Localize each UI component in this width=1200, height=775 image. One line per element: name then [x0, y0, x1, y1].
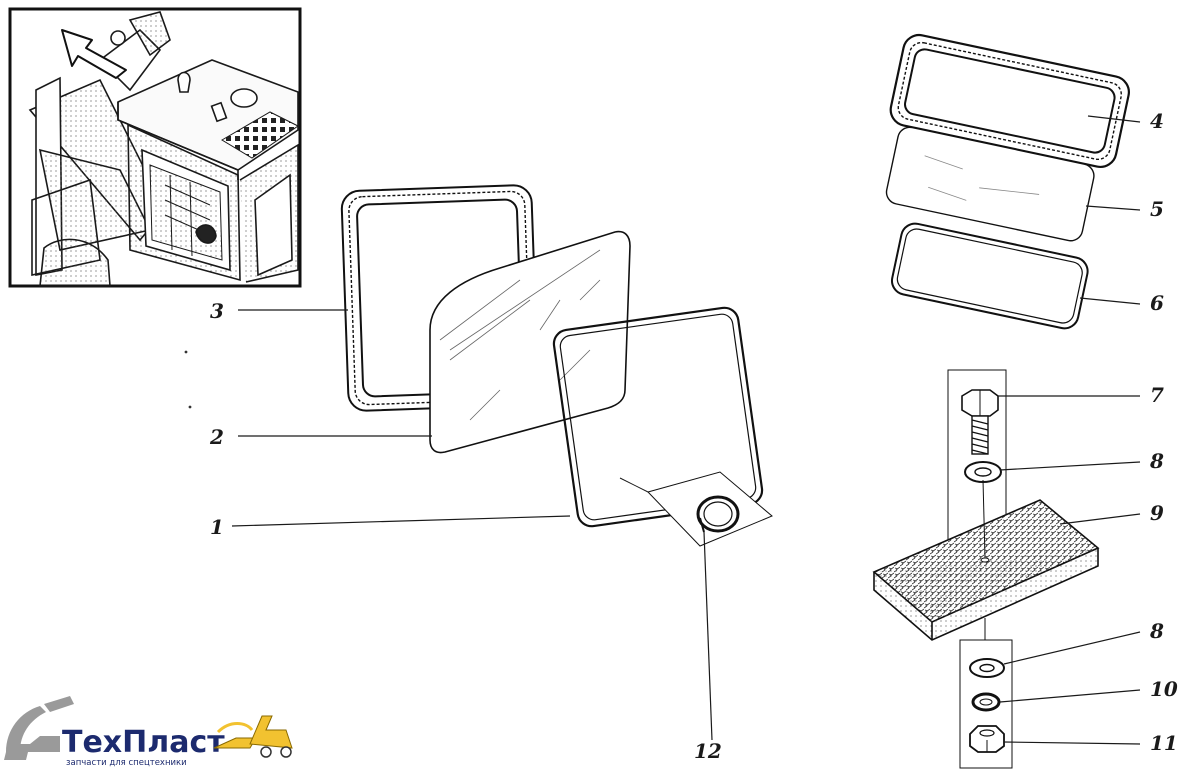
- fastener-detail-panel-bottom: [959, 618, 1013, 769]
- callout-7: 7: [1150, 383, 1164, 407]
- callout-3: 3: [210, 299, 224, 323]
- part-4-frame: [889, 33, 1130, 169]
- callout-4: 4: [1150, 109, 1164, 133]
- callout-labels: 3 2 1 4 5 6 7 8 9 8 10 11 12: [209, 109, 1178, 763]
- callout-11: 11: [1150, 731, 1178, 755]
- part-8-washer-top: [964, 461, 1002, 483]
- brand-name: ТехПласт: [62, 725, 225, 760]
- brand-logo: ТехПласт запчасти для спецтехники: [4, 696, 293, 768]
- excavator-left-icon: [4, 696, 74, 760]
- part-7-bolt: [961, 389, 999, 455]
- location-inset: [8, 7, 302, 288]
- location-arrow-icon: [61, 29, 127, 79]
- brand-tagline: запчасти для спецтехники: [66, 758, 187, 768]
- part-2-glass: [429, 230, 631, 454]
- callout-2: 2: [209, 425, 224, 449]
- callout-5: 5: [1150, 197, 1164, 221]
- part-5-glass-pane: [885, 126, 1095, 242]
- part-9-mat: [872, 479, 1100, 641]
- excavator-right-icon: [213, 715, 293, 758]
- callout-9: 9: [1150, 501, 1164, 525]
- callout-10: 10: [1150, 677, 1178, 701]
- part-8-washer-bottom: [969, 658, 1005, 678]
- callout-6: 6: [1150, 291, 1164, 315]
- leader-lines: [231, 115, 1141, 745]
- callout-8-bottom: 8: [1149, 619, 1164, 643]
- callout-1: 1: [210, 515, 224, 539]
- callout-12: 12: [694, 739, 722, 763]
- part-6-seal-ring: [890, 222, 1089, 330]
- callout-8-top: 8: [1149, 449, 1164, 473]
- part-10-spring-washer: [971, 692, 1001, 712]
- part-11-nut: [969, 725, 1005, 753]
- part-12-lock-strip: [619, 471, 773, 547]
